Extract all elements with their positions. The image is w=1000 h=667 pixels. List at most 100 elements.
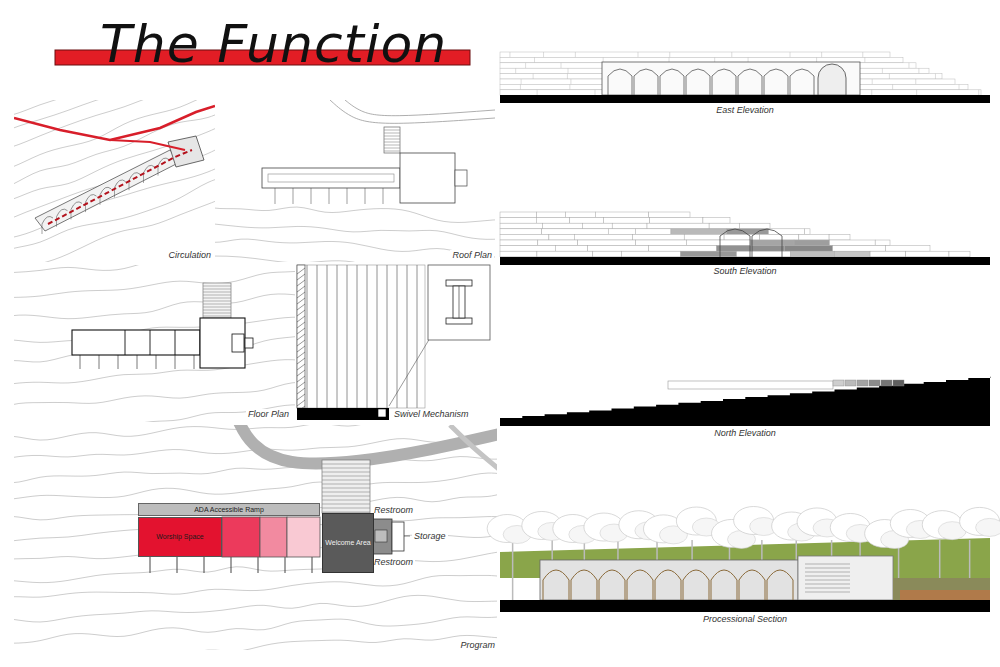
pointed-arch: [543, 570, 569, 600]
round-arch-window: [818, 64, 846, 95]
stone-course: [555, 246, 587, 252]
stair-tread: [203, 316, 231, 317]
stone-course: [588, 246, 649, 252]
stone-course: [794, 240, 829, 246]
program-label: Worship Space: [156, 533, 203, 541]
column-leg: [156, 355, 157, 369]
stone-joint: [790, 52, 791, 57]
stone-course: [570, 218, 604, 224]
label-box: South Elevation: [711, 266, 778, 277]
stone-course: [875, 240, 890, 246]
restroom-core: [375, 530, 387, 542]
stone-course: [595, 212, 648, 218]
column-leg: [194, 355, 195, 369]
stone-course: [608, 229, 635, 235]
stone-joint: [515, 68, 516, 73]
hatch-line: [297, 280, 305, 286]
stone-joint: [568, 68, 569, 73]
swivel-panel: [377, 265, 378, 408]
stone-course: [649, 212, 690, 218]
pointed-arch: [608, 69, 632, 95]
column-leg: [175, 355, 176, 369]
stone-course: [760, 234, 799, 240]
stone-joint: [935, 74, 936, 79]
stone-course: [829, 240, 875, 246]
ramp-band: ADA Accessible Ramp: [138, 503, 320, 516]
program-zone: [287, 517, 320, 557]
stair-tread: [322, 496, 370, 497]
label-box: Swivel Mechanism: [392, 409, 471, 420]
roof-outline: [262, 168, 400, 188]
contour-line: [14, 595, 497, 622]
stair-tread: [203, 313, 231, 314]
stone-joint: [871, 90, 872, 95]
tree-canopy: [976, 518, 1000, 536]
stair-tread: [384, 136, 400, 137]
swivel-shaft: [453, 286, 465, 318]
hatch-line: [297, 292, 305, 298]
hatch-line: [297, 388, 305, 394]
stone-joint: [872, 79, 873, 84]
stone-course: [537, 251, 593, 257]
hatch-line: [297, 298, 305, 304]
stone-course: [829, 234, 850, 240]
hatch-line: [297, 358, 305, 364]
stone-course: [751, 246, 784, 252]
stone-course: [835, 251, 871, 257]
stone-course: [709, 223, 739, 229]
south-elevation-drawing: [500, 212, 990, 265]
leader-line: [389, 338, 430, 406]
stone-course: [537, 212, 566, 218]
stone-joint: [864, 57, 865, 62]
stone-joint: [862, 52, 863, 57]
stone-joint: [821, 52, 822, 57]
stair-tread: [384, 133, 400, 134]
contour-line: [14, 294, 295, 323]
stone-course: [612, 223, 647, 229]
stone-joint: [543, 52, 544, 57]
stone-course: [500, 240, 538, 246]
stone-course: [647, 223, 709, 229]
drawing-label: Processional Section: [701, 614, 789, 624]
stone-course: [500, 218, 536, 224]
drawing-label: South Elevation: [711, 266, 778, 276]
swivel-panel: [397, 265, 398, 408]
detail-inset: [428, 265, 490, 340]
stair-tread: [805, 588, 850, 589]
program-label: Welcome Area: [325, 539, 370, 547]
pointed-arch: [738, 69, 762, 95]
contour-line: [14, 405, 295, 422]
stair-tread: [805, 564, 850, 565]
stair-tread: [322, 508, 370, 509]
stone-joint: [637, 52, 638, 57]
drawing-label: Floor Plan: [246, 409, 291, 419]
program-box: Welcome Area: [322, 513, 374, 573]
stair-tread: [203, 298, 231, 299]
stone-joint: [892, 84, 893, 89]
stair-tread: [203, 304, 231, 305]
stone-course: [500, 229, 542, 235]
stair-tread: [322, 480, 370, 481]
stone-course: [500, 212, 537, 218]
stair-tread: [322, 472, 370, 473]
contour-line: [14, 139, 215, 232]
stair-tread: [203, 286, 231, 287]
stone-course: [906, 251, 949, 257]
stone-joint: [916, 90, 917, 95]
stair: [322, 460, 370, 513]
stone-joint: [575, 52, 576, 57]
column-leg: [329, 188, 330, 204]
hatch-line: [297, 346, 305, 352]
swivel-cap: [446, 318, 472, 324]
restroom-core: [232, 334, 244, 352]
stone-course: [542, 223, 582, 229]
ground-line: [500, 95, 990, 103]
stone-course: [684, 234, 724, 240]
stair-tread: [805, 568, 850, 569]
label-box: Floor Plan: [246, 409, 291, 420]
hatch-line: [297, 268, 305, 274]
partition-wall: [175, 330, 176, 355]
leader-line: [404, 536, 410, 537]
stone-course: [565, 212, 595, 218]
